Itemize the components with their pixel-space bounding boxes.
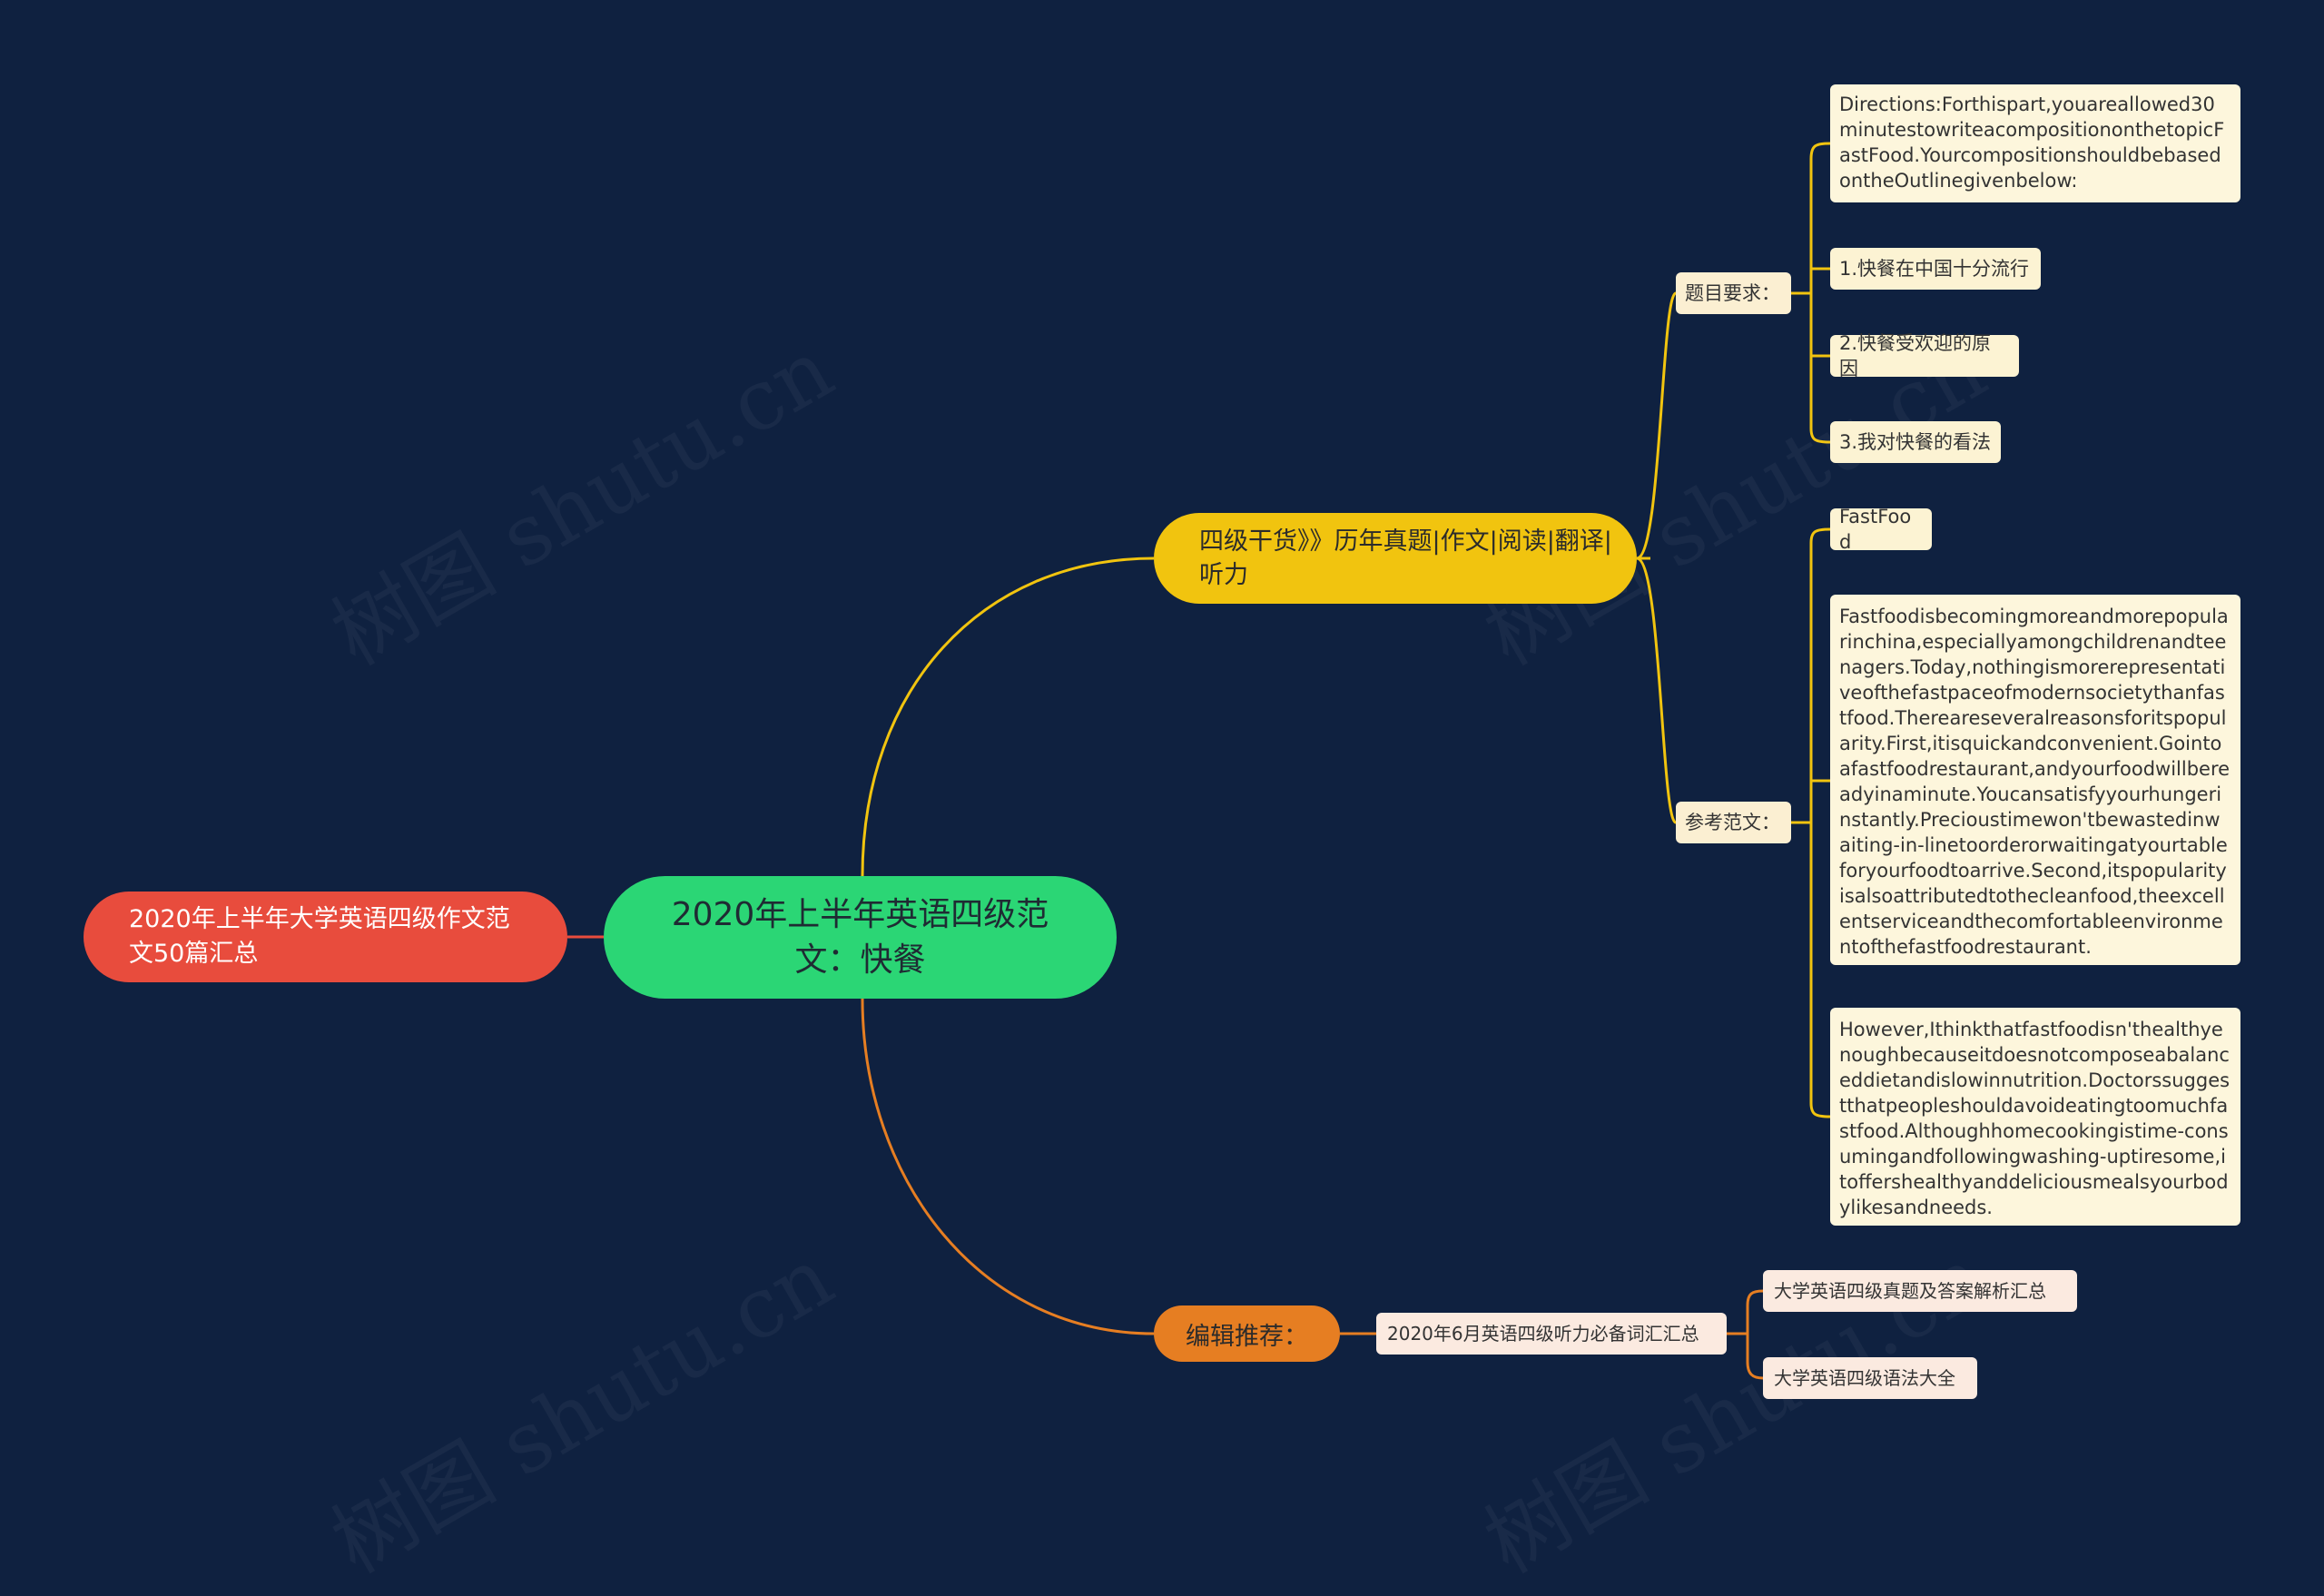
topic-point-3-node[interactable]: 3.我对快餐的看法 [1830, 421, 2001, 463]
left-topic-node[interactable]: 2020年上半年大学英语四级作文范文50篇汇总 [84, 892, 567, 982]
branch-main-node[interactable]: 四级干货》》历年真题|作文|阅读|翻译|听力 [1154, 513, 1637, 604]
link-sample-items [1791, 543, 1813, 1103]
essay-title-node[interactable]: FastFood [1830, 506, 1932, 553]
essay-paragraph-1-node[interactable]: Fastfoodisbecomingmoreandmorepopularinch… [1830, 595, 2240, 965]
link-main-sample [1636, 557, 1678, 824]
topic-point-2-node[interactable]: 2.快餐受欢迎的原因 [1830, 332, 2019, 379]
topic-requirement-node[interactable]: 题目要求： [1676, 272, 1791, 314]
branch-editor-node[interactable]: 编辑推荐： [1154, 1305, 1340, 1362]
mind-map: 树图 shutu.cn 树图 shutu.cn 树图 shutu.cn 树图 s… [84, 84, 2240, 1592]
directions-text-node[interactable]: Directions:Forthispart,youareallowed30mi… [1830, 84, 2240, 202]
editor-child-node[interactable]: 2020年6月英语四级听力必备词汇汇总 [1376, 1313, 1727, 1355]
essay-paragraph-2-node[interactable]: However,Ithinkthatfastfoodisn'thealthyen… [1830, 1008, 2240, 1226]
link-main-topic [1636, 291, 1678, 560]
link-root-editor [861, 998, 1155, 1335]
link-topic-items [1791, 159, 1813, 429]
sample-essay-node[interactable]: 参考范文： [1676, 802, 1791, 843]
link-child-leaves [1727, 1305, 1749, 1362]
editor-leaf-1-node[interactable]: 大学英语四级真题及答案解析汇总 [1763, 1270, 2077, 1312]
root-node[interactable]: 2020年上半年英语四级范文：快餐 [604, 876, 1117, 999]
editor-leaf-2-node[interactable]: 大学英语四级语法大全 [1763, 1357, 1977, 1399]
link-root-main [861, 557, 1155, 877]
topic-point-1-node[interactable]: 1.快餐在中国十分流行 [1830, 248, 2041, 290]
connector-lines [567, 142, 1831, 1380]
